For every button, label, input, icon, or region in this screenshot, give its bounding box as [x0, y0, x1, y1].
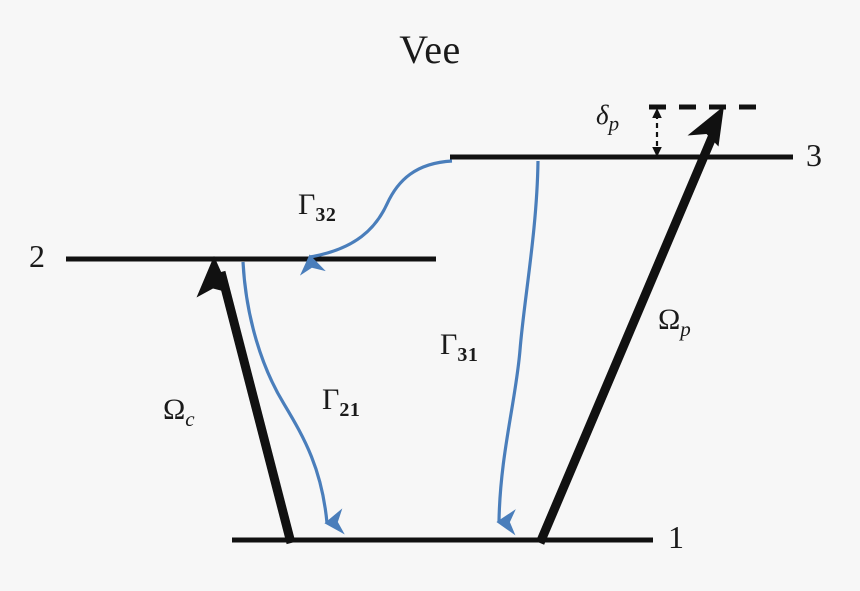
gamma-21-symbol: Γ: [322, 383, 340, 416]
omega-p-symbol: Ω: [658, 303, 681, 336]
state-label-1: 1: [668, 519, 684, 555]
gamma-31-subscript: 31: [457, 344, 479, 366]
detuning-arrowhead-down: [652, 147, 662, 157]
gamma-21-label: Γ21: [322, 383, 361, 421]
omega-c-label: Ωc: [163, 395, 195, 430]
gamma-32-subscript: 32: [315, 204, 337, 226]
delta-p-label: δp: [596, 102, 619, 134]
gamma-32-symbol: Γ: [298, 188, 316, 221]
omega-c-arrow-shaft: [216, 270, 296, 545]
omega-p-arrow-shaft: [535, 126, 721, 545]
state-label-2: 2: [29, 238, 45, 274]
gamma-32-decay-curve: [299, 159, 453, 276]
omega-p-subscript: p: [680, 317, 691, 341]
figure-title: Vee: [399, 27, 461, 72]
gamma-21-decay-curve: [241, 261, 345, 535]
gamma-31-label: Γ31: [440, 328, 479, 366]
detuning-arrowhead-up: [652, 108, 662, 118]
omega-c-subscript: c: [185, 407, 195, 431]
gamma-32-label: Γ32: [298, 188, 337, 226]
omega-p-label: Ωp: [658, 305, 691, 340]
gamma-21-subscript: 21: [339, 399, 361, 421]
omega-c-arrowhead: [196, 256, 231, 298]
gamma-31-symbol: Γ: [440, 328, 458, 361]
state-label-3: 3: [806, 137, 822, 173]
omega-c-symbol: Ω: [163, 393, 186, 426]
gamma-31-decay-curve: [496, 160, 540, 536]
delta-p-symbol: δ: [596, 100, 609, 130]
omega-p-arrowhead: [687, 106, 724, 147]
delta-p-subscript: p: [608, 111, 620, 136]
